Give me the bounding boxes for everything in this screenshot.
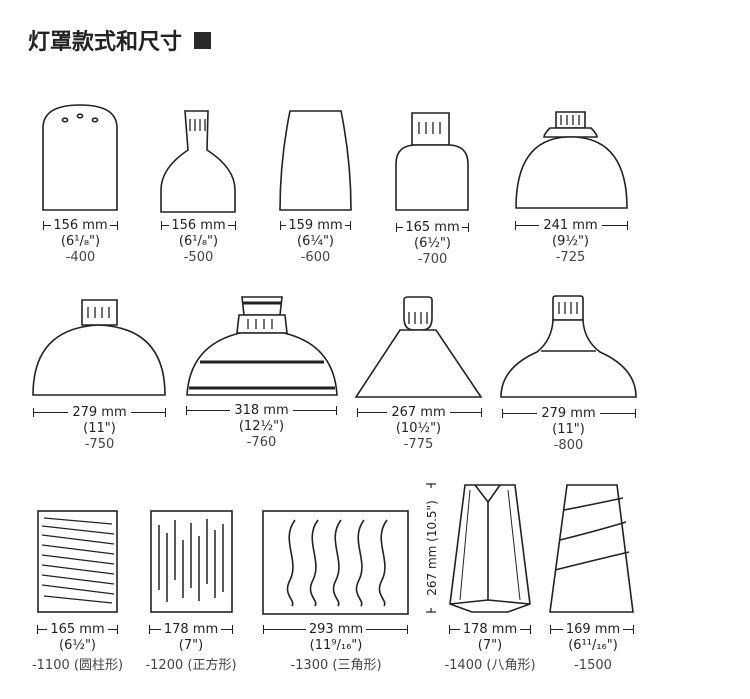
shade-775-inch: (10½"): [395, 421, 442, 436]
shade-800-code: -800: [553, 438, 584, 453]
shade-1500-mm: 169 mm: [562, 622, 624, 638]
shade-1400-inch: (7"): [477, 638, 503, 653]
shade-400-code: -400: [65, 250, 96, 265]
shade-725-code: -725: [555, 250, 586, 265]
shade-775-code: -775: [403, 437, 434, 452]
shade-500-drawing: [160, 110, 236, 213]
shade-400-inch: (6¹/₈"): [60, 234, 101, 249]
shade-800-mm: 279 mm: [537, 406, 600, 422]
shade-700-inch: (6½"): [414, 236, 451, 251]
shade-1400-drawing: [449, 484, 531, 613]
page-title: 灯罩款式和尺寸: [28, 24, 212, 56]
label-700: 165 mm (6½") -700: [392, 220, 473, 268]
shade-700-mm: 165 mm: [403, 220, 462, 236]
shade-1200-drawing: [150, 510, 233, 613]
shade-600-mm: 159 mm: [286, 218, 345, 234]
shade-700-drawing: [395, 112, 469, 211]
label-1400: 178 mm (7") -1400 (八角形): [430, 622, 550, 674]
shade-1300-drawing: [262, 510, 409, 615]
label-500: 156 mm (6¹/₈") -500: [158, 218, 239, 266]
label-1500: 169 mm (6¹¹/₁₆") -1500: [548, 622, 638, 674]
shade-500-inch: (6¹/₈"): [178, 234, 219, 249]
shade-500-code: -500: [183, 250, 214, 265]
shade-1300-mm: 293 mm: [305, 622, 367, 638]
shade-1100-inch: (6½"): [59, 638, 96, 653]
shade-760-code: -760: [246, 435, 277, 450]
title-text: 灯罩款式和尺寸: [28, 30, 183, 55]
shade-1200-mm: 178 mm: [160, 622, 222, 638]
label-750: 279 mm (11") -750: [59, 405, 140, 453]
shade-500-mm: 156 mm: [169, 218, 228, 234]
shade-760-inch: (12½"): [238, 419, 285, 434]
label-1300: 293 mm (11⁹/₁₆") -1300 (三角形): [276, 622, 396, 674]
shade-760-drawing: [186, 296, 338, 396]
shade-600-inch: (6¼"): [297, 234, 334, 249]
shade-775-drawing: [354, 296, 483, 398]
shade-1100-mm: 165 mm: [47, 622, 108, 638]
shade-1100-code: -1100 (圆柱形): [31, 658, 124, 673]
shade-400-mm: 156 mm: [51, 218, 110, 234]
shade-1200-code: -1200 (正方形): [145, 658, 237, 673]
label-760: 318 mm (12½") -760: [221, 403, 302, 451]
shade-400-drawing: [42, 104, 118, 211]
shade-725-mm: 241 mm: [539, 218, 602, 234]
label-600: 159 mm (6¼") -600: [275, 218, 356, 266]
shade-725-inch: (9½"): [552, 234, 589, 249]
shade-1300-inch: (11⁹/₁₆"): [309, 638, 363, 653]
shade-1500-inch: (6¹¹/₁₆"): [568, 638, 618, 653]
shade-1500-drawing: [549, 484, 634, 613]
label-1200: 178 mm (7") -1200 (正方形): [134, 622, 248, 674]
shade-800-drawing: [500, 295, 637, 398]
shade-1300-code: -1300 (三角形): [290, 658, 382, 673]
label-725: 241 mm (9½") -725: [530, 218, 611, 266]
label-775: 267 mm (10½") -775: [378, 405, 459, 453]
shade-1500-code: -1500: [574, 658, 612, 673]
shade-1400-mm: 178 mm: [459, 622, 521, 638]
shade-750-drawing: [32, 299, 166, 396]
shade-725-drawing: [515, 111, 628, 209]
square-icon: [194, 31, 212, 49]
shade-775-mm: 267 mm: [387, 405, 450, 421]
label-1100: 165 mm (6½") -1100 (圆柱形): [22, 622, 133, 674]
shade-1400-code: -1400 (八角形): [444, 658, 536, 673]
shade-750-code: -750: [84, 437, 115, 452]
shade-600-code: -600: [300, 250, 331, 265]
height-label: 267 mm (10.5"): [425, 488, 439, 608]
shade-750-mm: 279 mm: [68, 405, 131, 421]
shade-800-inch: (11"): [552, 422, 585, 437]
shade-1200-inch: (7"): [178, 638, 204, 653]
shade-760-mm: 318 mm: [230, 403, 293, 419]
shade-700-code: -700: [417, 252, 448, 267]
shade-600-drawing: [279, 110, 352, 211]
label-400: 156 mm (6¹/₈") -400: [40, 218, 121, 266]
shade-750-inch: (11"): [83, 421, 116, 436]
label-800: 279 mm (11") -800: [528, 406, 609, 454]
shade-1100-drawing: [37, 510, 118, 613]
